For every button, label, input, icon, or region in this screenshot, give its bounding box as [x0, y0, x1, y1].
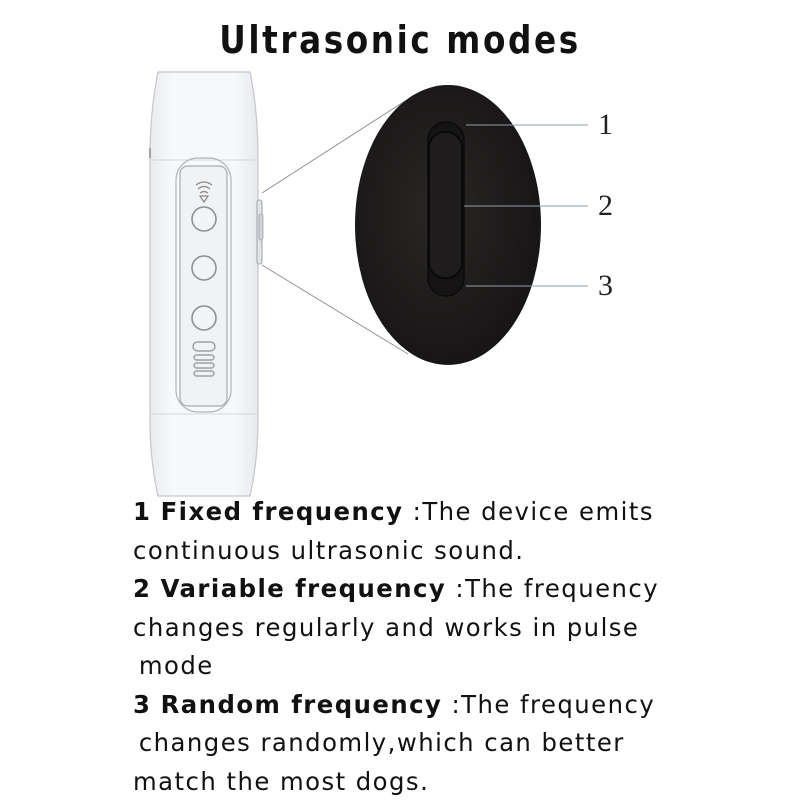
button-2[interactable] [192, 256, 216, 280]
mode-2-heading-line: 2 Variable frequency :The frequency [133, 570, 678, 609]
mode-2-separator: : [455, 574, 465, 603]
mode-2-number: 2 [133, 574, 151, 603]
mode-1-name: Fixed frequency [161, 497, 404, 526]
mode-2-desc-1: The frequency [465, 574, 659, 603]
mode-1-number: 1 [133, 497, 151, 526]
mode-1-desc-1: The device emits [422, 497, 654, 526]
mode-3-heading-line: 3 Random frequency :The frequency [133, 686, 678, 725]
mode-descriptions: 1 Fixed frequency :The device emits cont… [133, 493, 693, 801]
device-illustration [0, 0, 800, 500]
button-1[interactable] [192, 207, 216, 231]
mode-1-heading-line: 1 Fixed frequency :The device emits [133, 493, 678, 532]
mode-label-2: 2 [598, 189, 613, 223]
mode-2-desc-2: changes regularly and works in pulse [133, 609, 678, 648]
button-3[interactable] [192, 306, 216, 330]
mode-3-desc-2: changes randomly,which can better [133, 724, 678, 763]
mode-1-separator: : [413, 497, 423, 526]
mode-3-desc-1: The frequency [461, 690, 655, 719]
mode-3-desc-3: match the most dogs. [133, 763, 678, 801]
mode-3-name: Random frequency [161, 690, 443, 719]
mode-label-1: 1 [598, 108, 613, 142]
mode-switch-callout [355, 85, 541, 365]
control-panel [176, 158, 231, 412]
mode-slide-switch[interactable] [429, 132, 462, 278]
mode-2-name: Variable frequency [161, 574, 447, 603]
mode-2-desc-3: mode [133, 647, 678, 686]
mode-1-desc-2: continuous ultrasonic sound. [133, 532, 678, 571]
mode-label-3: 3 [598, 269, 613, 303]
mode-3-number: 3 [133, 690, 151, 719]
mode-3-separator: : [452, 690, 462, 719]
